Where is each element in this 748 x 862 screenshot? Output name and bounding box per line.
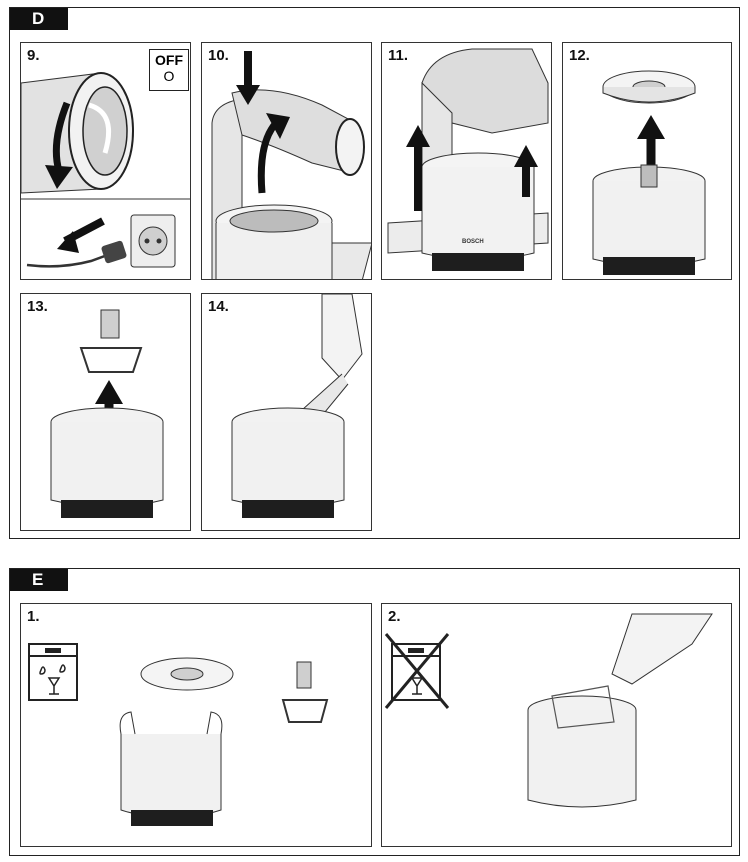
dishwasher-icon bbox=[28, 643, 78, 701]
section-e-tag-label: E bbox=[32, 570, 44, 589]
remove-paddle-illustration bbox=[50, 309, 164, 518]
step-e2-panel: 2. bbox=[381, 603, 732, 847]
hand-icon bbox=[321, 294, 363, 381]
step-e1-number: 1. bbox=[27, 608, 40, 625]
step-11-panel: 11. BOSCH bbox=[381, 42, 552, 280]
section-d-tag-label: D bbox=[32, 9, 45, 28]
section-d: D 9. OFF O 10. bbox=[9, 7, 740, 539]
step-13-panel: 13. bbox=[20, 293, 191, 531]
hand-holding-bowl-icon bbox=[611, 613, 713, 685]
remove-lid-illustration bbox=[592, 70, 706, 275]
bosch-logo: BOSCH bbox=[462, 239, 484, 245]
tilt-up-arrow-icon bbox=[257, 120, 279, 194]
rotate-arrow-icon bbox=[52, 101, 71, 172]
off-switch-symbol: OFF O bbox=[149, 49, 189, 91]
step-e2-number: 2. bbox=[388, 608, 401, 625]
section-e-tag: E bbox=[10, 569, 68, 591]
step-e1-panel: 1. bbox=[20, 603, 372, 847]
tilt-arm-illustration bbox=[211, 51, 371, 279]
paddle-part-icon bbox=[296, 661, 312, 689]
step-9-number: 9. bbox=[27, 47, 40, 64]
not-dishwasher-safe-illustration bbox=[384, 613, 713, 808]
freezer-bowl-icon bbox=[527, 710, 637, 808]
step-12-panel: 12. bbox=[562, 42, 732, 280]
bowl-holder-part-icon bbox=[120, 734, 222, 819]
step-10-number: 10. bbox=[208, 47, 229, 64]
step-12-number: 12. bbox=[569, 47, 590, 64]
scoop-ice-cream-illustration bbox=[231, 294, 363, 518]
step-9-panel: 9. OFF O bbox=[20, 42, 191, 280]
remove-bowl-illustration: BOSCH bbox=[387, 48, 549, 271]
step-13-number: 13. bbox=[27, 298, 48, 315]
off-circle-symbol: O bbox=[163, 68, 175, 84]
step-11-number: 11. bbox=[388, 47, 409, 64]
section-d-tag: D bbox=[10, 8, 68, 30]
paddle-icon bbox=[100, 309, 120, 339]
dishwasher-safe-parts-illustration bbox=[28, 643, 329, 826]
off-label: OFF bbox=[155, 52, 183, 68]
step-14-number: 14. bbox=[208, 298, 229, 315]
section-e: E 1. 2. bbox=[9, 568, 740, 856]
power-plug-icon bbox=[26, 251, 114, 268]
step-10-panel: 10. bbox=[201, 42, 372, 280]
turn-knob-illustration bbox=[21, 72, 190, 268]
step-14-panel: 14. bbox=[201, 293, 372, 531]
